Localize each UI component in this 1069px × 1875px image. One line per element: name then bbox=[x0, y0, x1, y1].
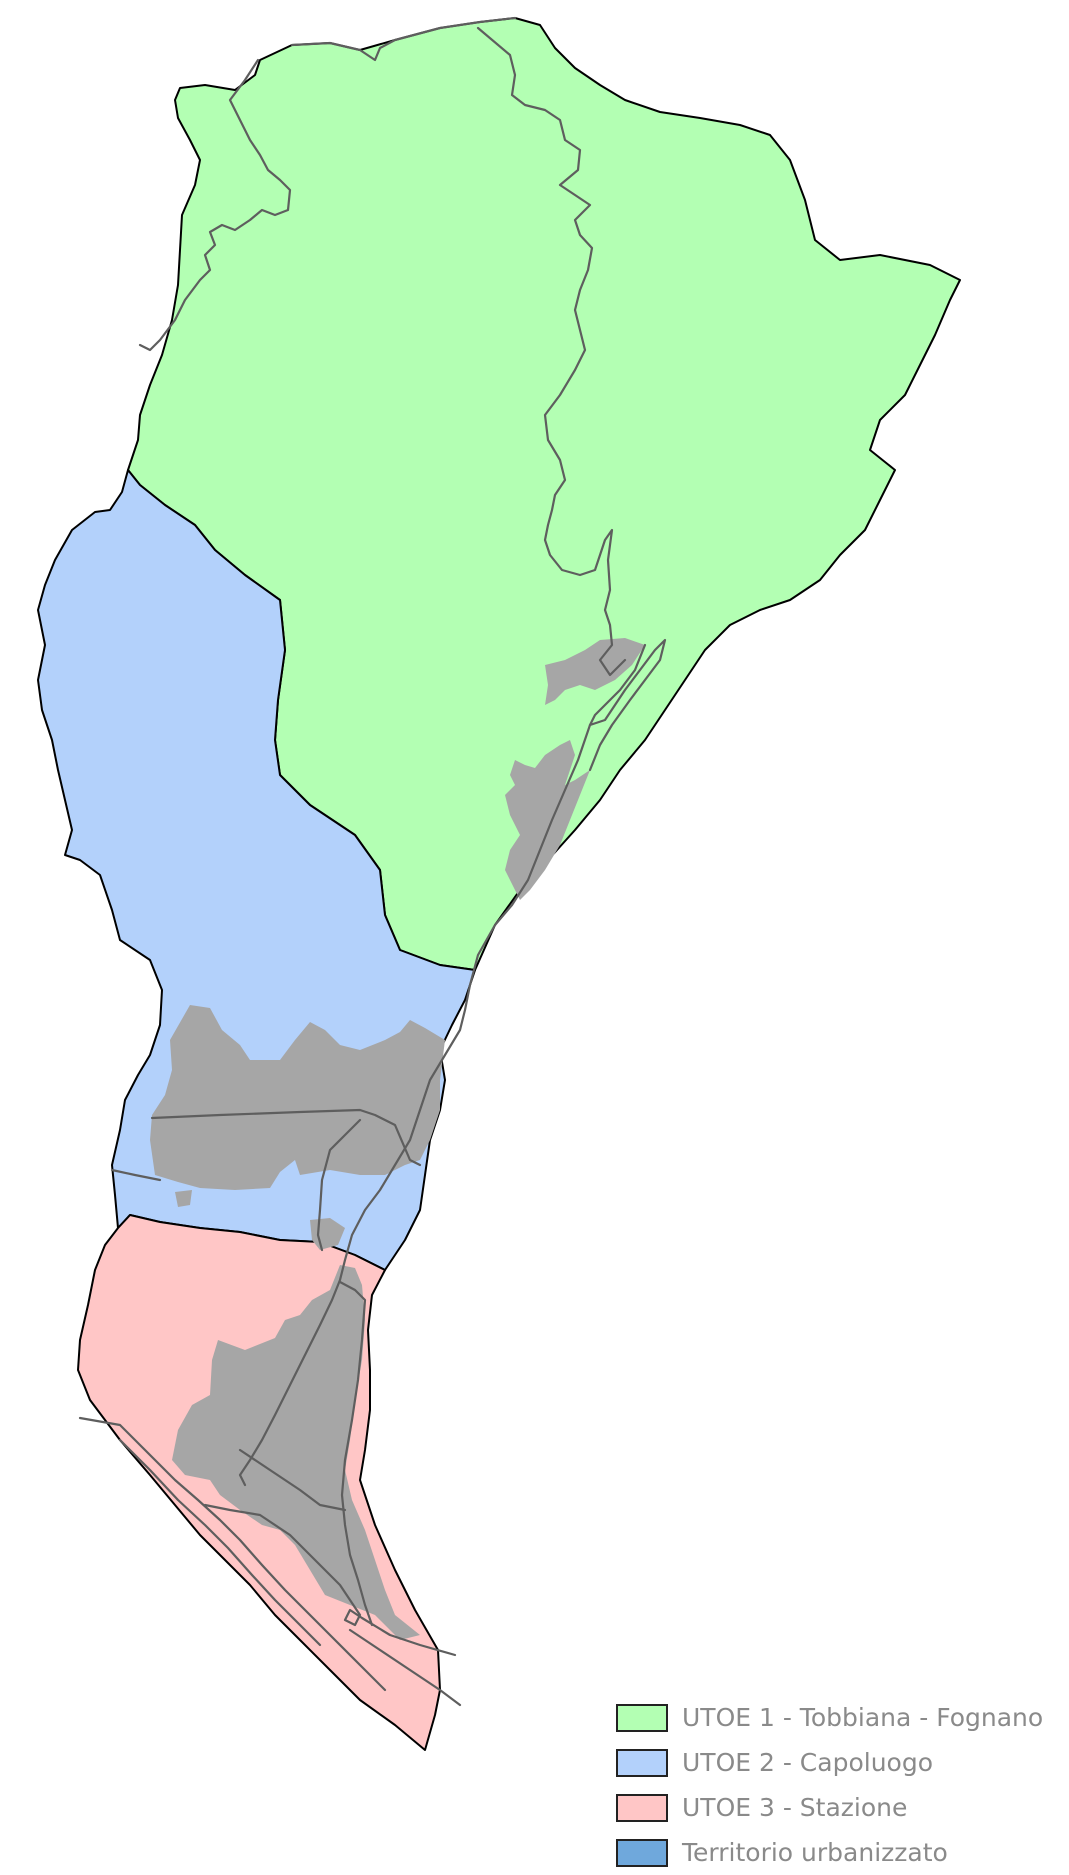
legend-item-utoe-1: UTOE 1 - Tobbiana - Fognano bbox=[616, 1695, 1043, 1740]
legend-label: UTOE 1 - Tobbiana - Fognano bbox=[682, 1703, 1044, 1732]
road-network bbox=[78, 16, 667, 1707]
road-north-boundary bbox=[290, 16, 517, 62]
legend-swatch bbox=[616, 1703, 668, 1732]
road-west-mountain bbox=[138, 58, 292, 352]
legend-item-territorio-urbanizzato: Territorio urbanizzato bbox=[616, 1830, 1043, 1875]
road-capoluogo-east-west bbox=[150, 1108, 422, 1167]
legend-swatch bbox=[616, 1838, 668, 1867]
legend-swatch bbox=[616, 1748, 668, 1777]
road-main-north-south bbox=[238, 723, 592, 1487]
road-valley-ridge bbox=[476, 26, 627, 677]
road-southeast-exit bbox=[348, 1628, 462, 1707]
road-capoluogo-diagonal bbox=[316, 1118, 362, 1252]
legend-label: UTOE 3 - Stazione bbox=[682, 1793, 908, 1822]
urban-area-capoluogo-small bbox=[175, 1190, 192, 1207]
road-west-connector bbox=[110, 1168, 162, 1182]
urban-area-stazione bbox=[172, 1265, 420, 1640]
legend-label: Territorio urbanizzato bbox=[682, 1838, 948, 1867]
road-railway-parallel bbox=[118, 1438, 322, 1647]
road-fognano-branch bbox=[588, 638, 667, 772]
legend-item-utoe-3: UTOE 3 - Stazione bbox=[616, 1785, 1043, 1830]
urban-area-stazione-west bbox=[200, 1430, 228, 1480]
utoe-1-zone[interactable] bbox=[127, 17, 961, 971]
urban-area-capoluogo bbox=[150, 1005, 445, 1190]
map-legend: UTOE 1 - Tobbiana - Fognano UTOE 2 - Cap… bbox=[616, 1695, 1043, 1875]
urban-area-fognano bbox=[505, 740, 590, 900]
road-railway bbox=[78, 1416, 387, 1692]
urban-area-tobbiana bbox=[545, 638, 645, 705]
road-stazione-east bbox=[338, 1280, 374, 1627]
road-stazione-cross bbox=[238, 1448, 347, 1512]
legend-item-utoe-2: UTOE 2 - Capoluogo bbox=[616, 1740, 1043, 1785]
road-southern-junction bbox=[203, 1503, 457, 1657]
legend-swatch bbox=[616, 1793, 668, 1822]
legend-label: UTOE 2 - Capoluogo bbox=[682, 1748, 934, 1777]
